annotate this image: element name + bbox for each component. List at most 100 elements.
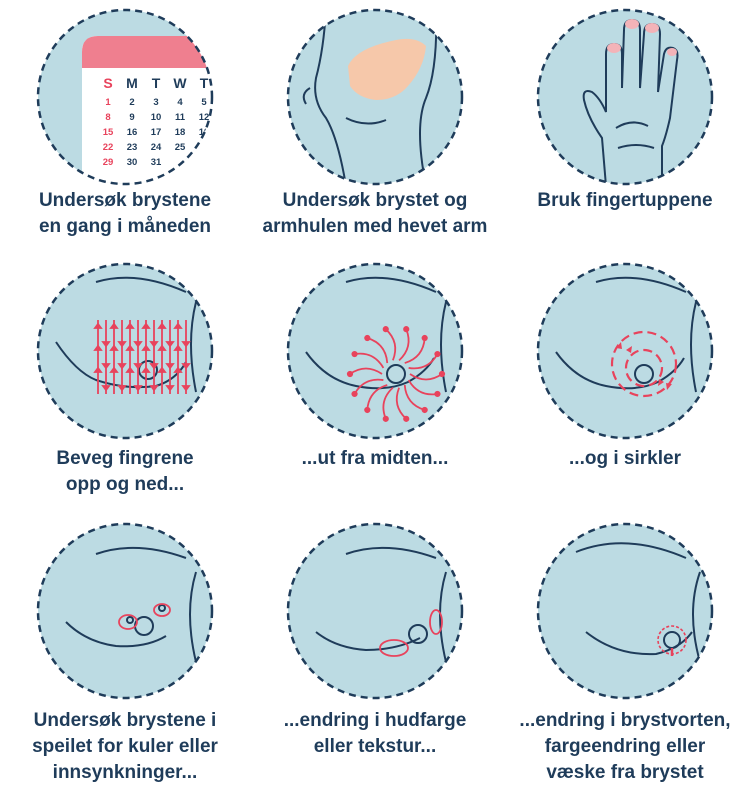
arrow-head (141, 344, 151, 351)
calendar-day: 8 (105, 112, 110, 123)
radial-arrow (409, 373, 443, 381)
step-2-caption: Undersøk brystet og armhulen med hevet a… (250, 188, 500, 240)
caption-line: Undersøk brystene i (33, 710, 217, 731)
caption-line: eller tekstur... (313, 736, 437, 757)
arrow-head (101, 385, 111, 392)
calendar-day: 25 (175, 142, 186, 153)
hand-illustration (536, 8, 714, 186)
arrow-head (133, 363, 143, 370)
arrow-head (351, 350, 358, 358)
radial-illustration (286, 262, 464, 440)
hand-fingertips-icon (536, 8, 714, 186)
arrow-head (101, 363, 111, 370)
step-5: ...ut fra midten... (250, 262, 500, 502)
step-3: Bruk fingertuppene (500, 8, 750, 248)
calendar-weekday: T (200, 75, 209, 91)
step-7-caption: Undersøk brystene i speilet for kuler el… (0, 708, 250, 786)
arrow-head (421, 406, 428, 414)
raised-arm-illustration (286, 8, 464, 186)
radial-arrow (407, 379, 438, 396)
arrow-head (109, 344, 119, 351)
skin-change-icon (286, 522, 464, 700)
arrow-head (133, 341, 143, 348)
step-1-caption: Undersøk brystene en gang i måneden (0, 188, 250, 240)
arrow-head (109, 366, 119, 373)
arrow-head (149, 363, 159, 370)
radial-arrow (395, 387, 407, 420)
caption-line: ...ut fra midten... (301, 448, 449, 469)
arrow-head (117, 385, 127, 392)
caption-line: ...og i sirkler (569, 448, 681, 469)
caption-line: ...endring i brystvorten, (519, 710, 731, 731)
caption-line: speilet for kuler eller (32, 736, 218, 757)
calendar-day: 24 (151, 142, 162, 153)
step-5-caption: ...ut fra midten... (250, 446, 500, 472)
arrow-head (403, 326, 410, 333)
calendar-weekday: W (173, 75, 187, 91)
calendar-day: 23 (127, 142, 138, 153)
nipple-change-icon (536, 522, 714, 700)
calendar-day: 9 (129, 112, 134, 123)
calendar-day: 11 (175, 112, 186, 123)
step-6-caption: ...og i sirkler (500, 446, 750, 472)
arrow-head (382, 415, 389, 422)
radial-arrow (349, 367, 383, 375)
arrow-head (434, 390, 441, 398)
radial-arrow (403, 384, 425, 411)
caption-line: ...endring i hudfarge (283, 710, 467, 731)
caption-line: armhulen med hevet arm (262, 216, 488, 237)
radial-arrow (382, 386, 394, 420)
arrow-head (149, 385, 159, 392)
circular-arrows-icon (536, 262, 714, 440)
radial-arrow (404, 337, 426, 364)
calendar-day: 29 (103, 157, 114, 168)
caption-line: Bruk fingertuppene (537, 190, 713, 211)
caption-line: Undersøk brystet og (282, 190, 468, 211)
arrow-head (157, 344, 167, 351)
calendar-day: 22 (103, 142, 114, 153)
arrow-head (351, 390, 358, 398)
calendar-day: 18 (175, 127, 186, 138)
arrow-head (157, 366, 167, 373)
radial-arrow (353, 378, 384, 395)
arrow-head (149, 341, 159, 348)
calendar-day: 2 (129, 97, 134, 108)
calendar-day: 16 (127, 127, 138, 138)
calendar-day: 5 (201, 97, 207, 108)
step-3-caption: Bruk fingertuppene (500, 188, 750, 214)
arrow-head (173, 344, 183, 351)
arrow-head (364, 334, 371, 342)
calendar-day: 17 (151, 127, 162, 138)
arrow-head (109, 322, 119, 329)
radial-arrows-icon (286, 262, 464, 440)
arrow-head (157, 322, 167, 329)
arrow-head (181, 341, 191, 348)
calendar-day: 10 (151, 112, 162, 123)
step-8: ...endring i hudfarge eller tekstur... (250, 522, 500, 784)
radial-arrow (367, 337, 389, 364)
arrow-head (403, 415, 410, 422)
arrow-head (93, 322, 103, 329)
calendar-weekday: M (126, 75, 138, 91)
step-4-caption: Beveg fingrene opp og ned... (0, 446, 250, 498)
circular-illustration (536, 262, 714, 440)
radial-arrow (354, 352, 385, 369)
up-down-arrows-icon (36, 262, 214, 440)
raised-arm-icon (286, 8, 464, 186)
step-2: Undersøk brystet og armhulen med hevet a… (250, 8, 500, 248)
arrow-head (173, 366, 183, 373)
calendar-day: 3 (153, 97, 158, 108)
lumps-icon (36, 522, 214, 700)
arrow-head (181, 385, 191, 392)
arrow-head (117, 363, 127, 370)
nipple-change-illustration (536, 522, 714, 700)
up-down-illustration (36, 262, 214, 440)
arrow-head (125, 322, 135, 329)
step-9-caption: ...endring i brystvorten, fargeendring e… (500, 708, 750, 786)
step-9: ...endring i brystvorten, fargeendring e… (500, 522, 750, 784)
arrow-head (421, 334, 428, 342)
arrow-head (165, 385, 175, 392)
radial-arrow (398, 328, 410, 362)
